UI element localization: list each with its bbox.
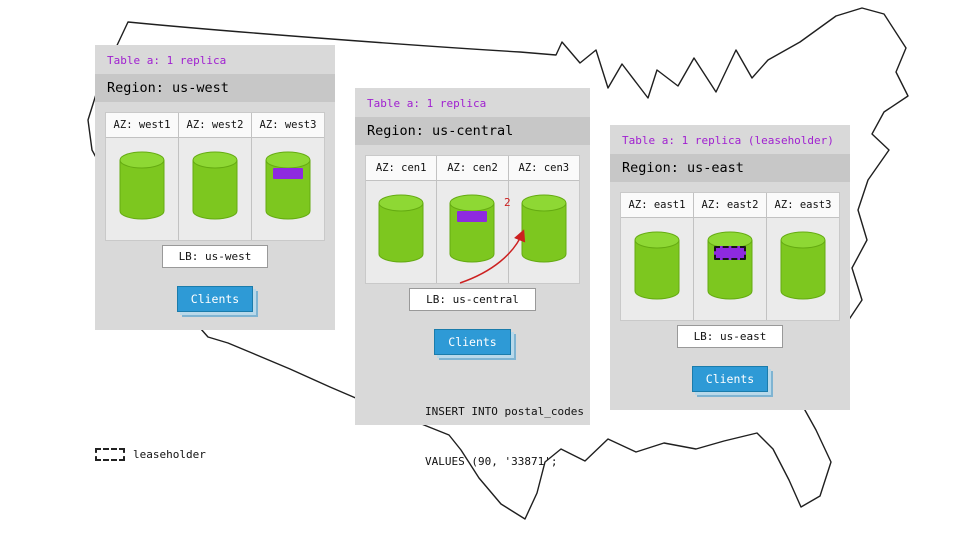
region-panel-us-central: Table a: 1 replica Region: us-central AZ…: [355, 88, 590, 468]
database-cylinder-icon: [378, 194, 424, 263]
leaseholder-marker: [714, 246, 746, 260]
database-cylinder-icon: [707, 231, 753, 300]
database-replica: [118, 138, 166, 240]
az-label: AZ: cen2: [437, 156, 508, 181]
clients-button-us-west[interactable]: Clients: [176, 286, 254, 312]
clients-button-us-east[interactable]: Clients: [691, 366, 769, 392]
az-column-east2: AZ: east2: [694, 193, 767, 320]
az-label: AZ: west2: [179, 113, 251, 138]
database-cylinder-icon: [119, 151, 165, 220]
legend-label: leaseholder: [133, 448, 206, 461]
region-title: Region: us-east: [610, 154, 850, 182]
database-cylinder-icon: [265, 151, 311, 220]
database-replica: [191, 138, 239, 240]
az-label: AZ: west1: [106, 113, 178, 138]
load-balancer-us-central: LB: us-central: [409, 288, 536, 311]
legend-leaseholder: leaseholder: [95, 448, 206, 461]
replica-marker: [457, 211, 488, 222]
az-label: AZ: east3: [767, 193, 839, 218]
az-column-west1: AZ: west1: [106, 113, 179, 240]
database-cylinder-icon: [192, 151, 238, 220]
leaseholder-swatch-icon: [95, 448, 125, 461]
az-group: AZ: west1 AZ: west2 AZ: west3: [105, 112, 325, 241]
load-balancer-us-east: LB: us-east: [676, 325, 784, 348]
az-label: AZ: cen3: [508, 156, 579, 181]
az-column-cen1: AZ: cen1: [366, 156, 438, 283]
az-group: AZ: east1 AZ: east2 AZ: east3: [620, 192, 840, 321]
az-column-west3: AZ: west3: [252, 113, 324, 240]
table-replica-label: Table a: 1 replica: [107, 54, 227, 67]
table-replica-label: Table a: 1 replica (leaseholder): [622, 134, 834, 147]
database-replica: [706, 218, 754, 320]
sql-insert-statement: INSERT INTO postal_codes VALUES (90, '33…: [425, 371, 584, 503]
az-label: AZ: east1: [621, 193, 693, 218]
az-column-cen2: AZ: cen2: [437, 156, 509, 283]
az-group: AZ: cen1 AZ: cen2 AZ: cen3: [365, 155, 580, 284]
database-cylinder-icon: [634, 231, 680, 300]
clients-button-us-central[interactable]: Clients: [434, 329, 511, 355]
az-label: AZ: west3: [252, 113, 324, 138]
database-replica: [633, 218, 681, 320]
replica-marker: [273, 168, 303, 179]
az-label: AZ: east2: [694, 193, 766, 218]
arrow-step-number: 2: [504, 196, 511, 209]
az-column-cen3: AZ: cen3: [508, 156, 579, 283]
table-replica-label: Table a: 1 replica: [367, 97, 487, 110]
region-panel-us-east: Table a: 1 replica (leaseholder) Region:…: [610, 125, 850, 410]
az-column-east1: AZ: east1: [621, 193, 694, 320]
sql-line-1: INSERT INTO postal_codes: [425, 405, 584, 418]
sql-line-2: VALUES (90, '33871';: [425, 454, 558, 468]
region-title: Region: us-west: [95, 74, 335, 102]
database-replica: [377, 181, 425, 283]
database-cylinder-icon: [521, 194, 567, 263]
database-replica: [264, 138, 312, 240]
region-panel-us-west: Table a: 1 replica Region: us-west AZ: w…: [95, 45, 335, 330]
az-column-west2: AZ: west2: [179, 113, 252, 240]
database-cylinder-icon: [780, 231, 826, 300]
region-title: Region: us-central: [355, 117, 590, 145]
az-label: AZ: cen1: [366, 156, 437, 181]
az-column-east3: AZ: east3: [767, 193, 839, 320]
load-balancer-us-west: LB: us-west: [161, 245, 269, 268]
database-replica: [520, 181, 568, 283]
database-cylinder-icon: [449, 194, 495, 263]
database-replica: [448, 181, 496, 283]
database-replica: [779, 218, 827, 320]
